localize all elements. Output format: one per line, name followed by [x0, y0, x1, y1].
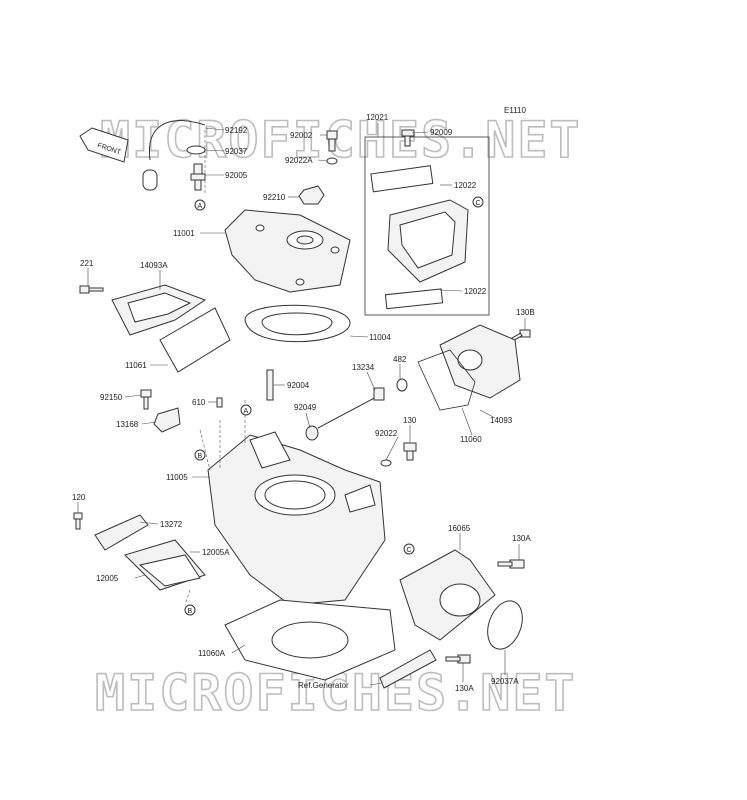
svg-text:B: B: [198, 453, 203, 460]
marker-a-top: A: [194, 199, 206, 211]
label-92150: 92150: [100, 393, 123, 402]
diagram-code: E1110: [504, 106, 526, 115]
marker-c-low: C: [403, 543, 415, 555]
label-92192: 92192: [225, 126, 248, 135]
label-92009: 92009: [430, 128, 453, 137]
label-11060: 11060: [460, 435, 482, 444]
label-16065: 16065: [448, 524, 471, 533]
front-arrow-icon: FRONT: [79, 127, 129, 163]
label-92005: 92005: [225, 171, 248, 180]
svg-text:C: C: [476, 200, 481, 207]
label-130: 130: [403, 416, 417, 425]
cylinder: [207, 434, 386, 606]
label-11005: 11005: [166, 473, 188, 482]
label-92004: 92004: [287, 381, 310, 390]
label-11004: 11004: [369, 333, 391, 342]
label-92037: 92037: [225, 147, 248, 156]
label-12005A: 12005A: [202, 548, 230, 557]
label-92037A: 92037A: [491, 677, 519, 686]
label-12005: 12005: [96, 574, 119, 583]
label-92022: 92022: [375, 429, 398, 438]
label-92002: 92002: [290, 131, 313, 140]
svg-text:A: A: [198, 203, 203, 210]
label-14093A: 14093A: [140, 261, 168, 270]
svg-text:A: A: [244, 408, 249, 415]
hose-part: [142, 120, 206, 191]
label-120: 120: [72, 493, 86, 502]
label-92049: 92049: [294, 403, 317, 412]
label-130A-upper: 130A: [512, 534, 531, 543]
cylinder-head: [224, 209, 351, 293]
label-13168: 13168: [116, 420, 139, 429]
marker-b-mid: B: [194, 449, 206, 461]
svg-text:C: C: [407, 547, 412, 554]
label-130B: 130B: [516, 308, 535, 317]
marker-b-low: B: [184, 604, 196, 616]
label-610: 610: [192, 398, 206, 407]
label-12021: 12021: [366, 113, 389, 122]
label-12022-lower: 12022: [464, 287, 487, 296]
watermark-top: MICROFICHES.NET: [100, 111, 582, 169]
label-13234: 13234: [352, 363, 375, 372]
part-labels: 92192 92037 92005 92002 92022A 12021 920…: [72, 113, 535, 693]
label-92022A: 92022A: [285, 156, 313, 165]
svg-text:B: B: [188, 608, 193, 615]
label-92210: 92210: [263, 193, 286, 202]
label-482: 482: [393, 355, 407, 364]
label-12022-upper: 12022: [454, 181, 477, 190]
label-14093: 14093: [490, 416, 513, 425]
label-221: 221: [80, 259, 94, 268]
marker-c-box: C: [472, 196, 484, 208]
label-11060A: 11060A: [198, 649, 226, 658]
label-13272: 13272: [160, 520, 183, 529]
marker-a-mid: A: [240, 404, 252, 416]
label-11001: 11001: [173, 229, 195, 238]
leader-lines: [77, 123, 526, 686]
label-130A-lower: 130A: [455, 684, 474, 693]
label-11061: 11061: [125, 361, 147, 370]
reed-valve-box: [364, 136, 490, 316]
ref-generator-note: Ref.Generator: [298, 681, 349, 690]
